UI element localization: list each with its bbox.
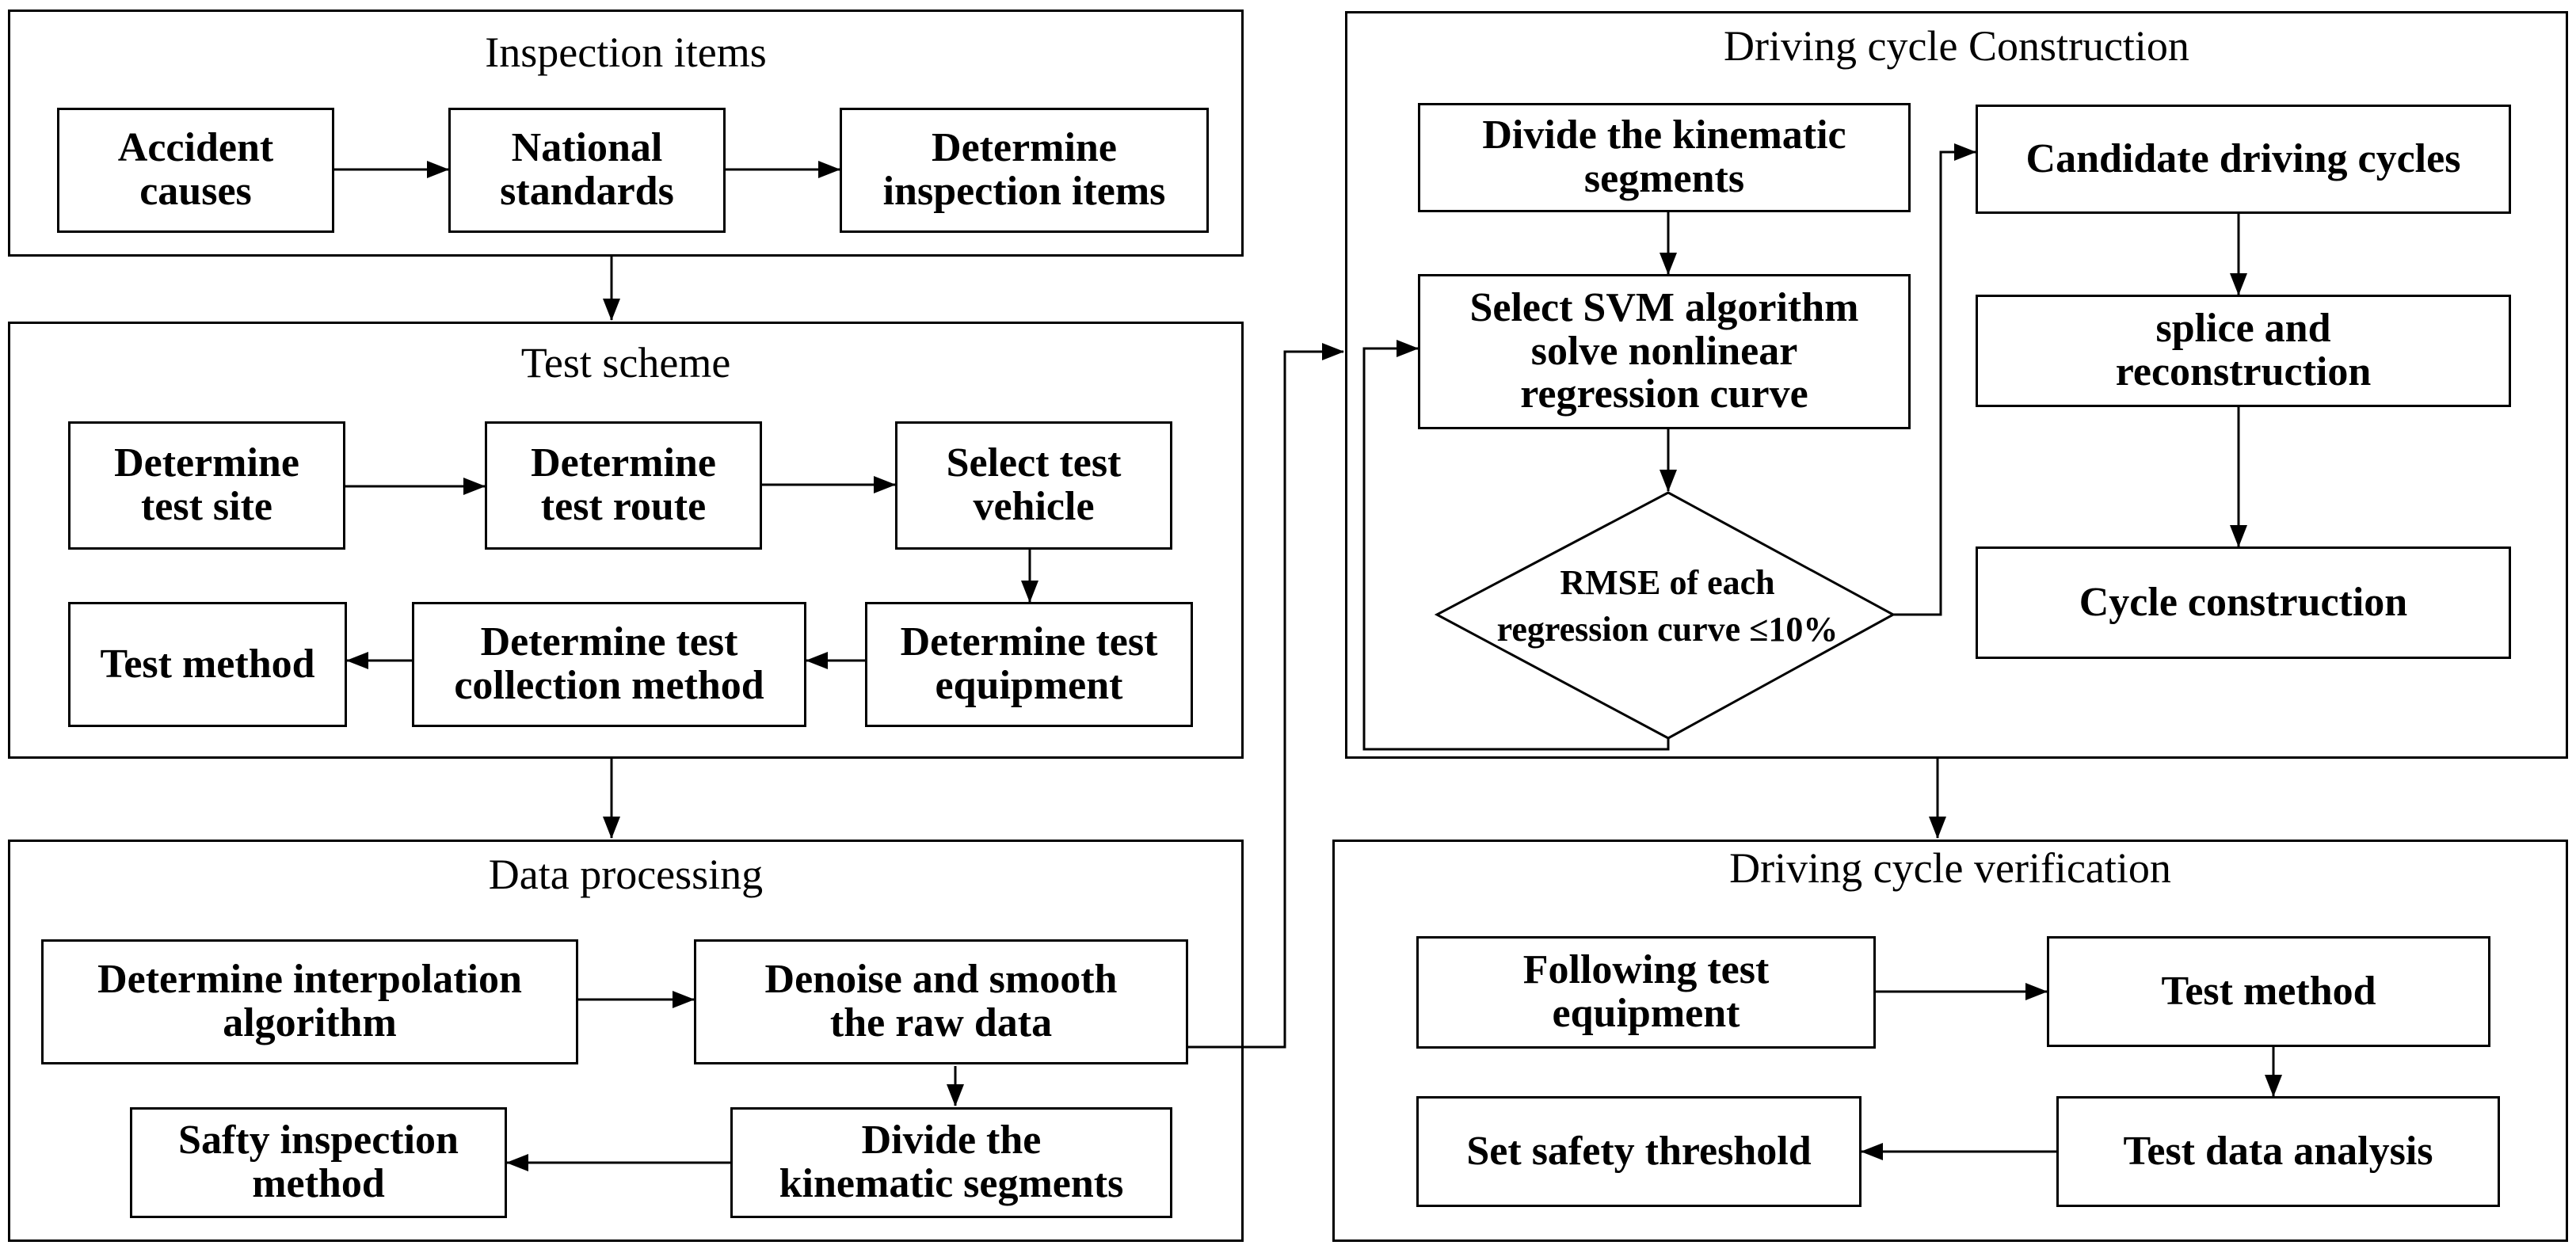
node-divide-segments-construction: Divide the kinematic segments	[1418, 103, 1911, 212]
node-determine-test-site: Determine test site	[68, 421, 345, 550]
rmse-condition-label: RMSE of each regression curve ≤10%	[1496, 563, 1839, 649]
node-cycle-construction: Cycle construction	[1976, 546, 2511, 659]
node-determine-inspection-items: Determine inspection items	[840, 108, 1209, 233]
node-determine-test-route: Determine test route	[485, 421, 762, 550]
node-determine-test-equipment: Determine test equipment	[865, 602, 1193, 727]
panel-title: Inspection items	[485, 29, 767, 76]
node-following-test-equipment: Following test equipment	[1416, 936, 1876, 1049]
decision-diamond	[1434, 491, 1896, 740]
node-determine-interpolation: Determine interpolation algorithm	[41, 939, 578, 1064]
panel-title: Data processing	[488, 851, 764, 898]
panel-title: Test scheme	[520, 339, 731, 387]
node-select-svm: Select SVM algorithm solve nonlinear reg…	[1418, 274, 1911, 429]
node-divide-segments-dp: Divide the kinematic segments	[730, 1107, 1172, 1218]
node-test-method-verification: Test method	[2047, 936, 2490, 1047]
panel-title: Driving cycle verification	[1729, 844, 2171, 892]
node-denoise-smooth: Denoise and smooth the raw data	[694, 939, 1188, 1064]
node-splice-reconstruction: splice and reconstruction	[1976, 295, 2511, 407]
panel-title: Driving cycle Construction	[1724, 22, 2189, 70]
node-select-test-vehicle: Select test vehicle	[895, 421, 1172, 550]
node-candidate-driving-cycles: Candidate driving cycles	[1976, 105, 2511, 214]
node-accident-causes: Accident causes	[57, 108, 334, 233]
node-set-safety-threshold: Set safety threshold	[1416, 1096, 1862, 1207]
node-safety-inspection-method: Safty inspection method	[130, 1107, 507, 1218]
node-test-data-analysis: Test data analysis	[2056, 1096, 2500, 1207]
node-test-method: Test method	[68, 602, 347, 727]
node-determine-collection-method: Determine test collection method	[412, 602, 806, 727]
node-national-standards: National standards	[448, 108, 726, 233]
